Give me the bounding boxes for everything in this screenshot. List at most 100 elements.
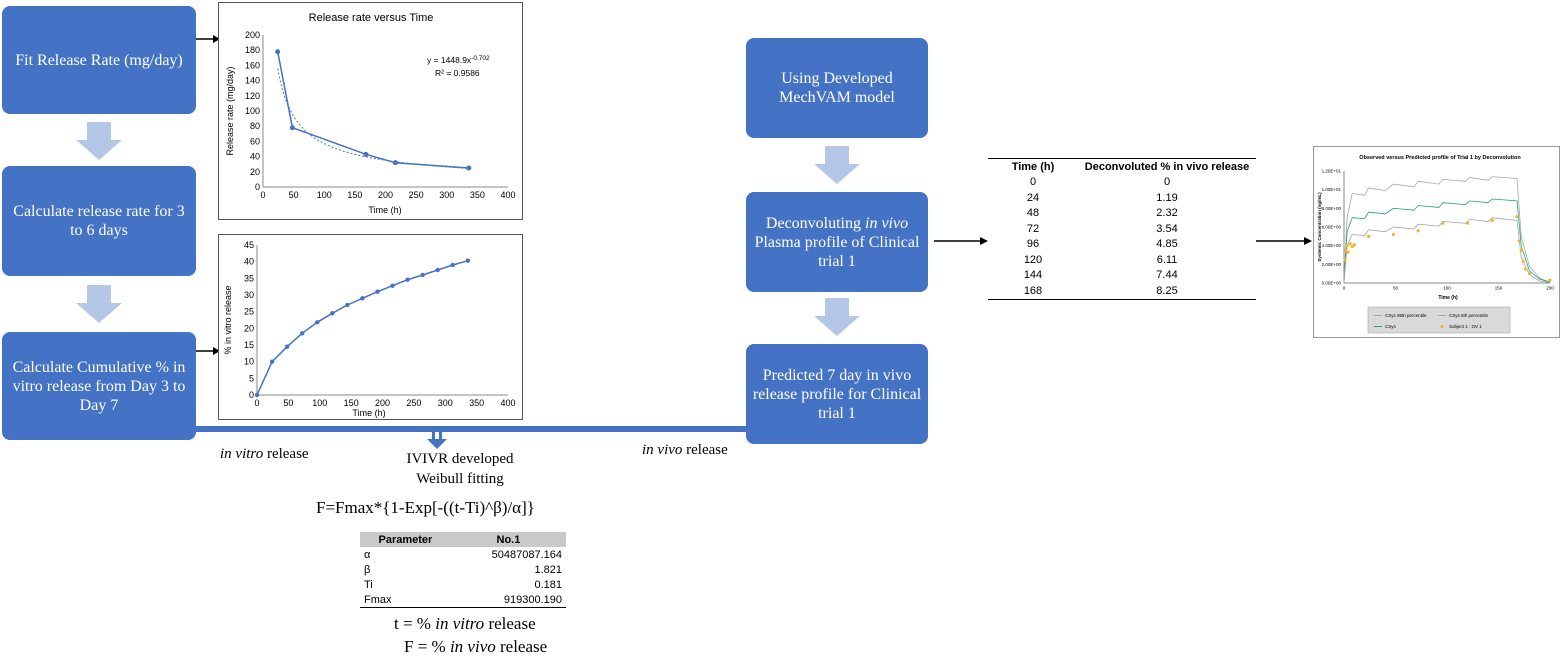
y-tick-label: 35 <box>244 273 254 283</box>
parameter-table-header: Parameter No.1 <box>360 532 566 547</box>
data-point <box>330 311 335 316</box>
parameter-table: Parameter No.1 α 50487087.164 β 1.821 Ti… <box>360 532 566 608</box>
step-fit-release-rate: Fit Release Rate (mg/day) <box>2 6 196 114</box>
chart-title: Observed versus Predicted profile of Tri… <box>1359 155 1521 161</box>
deconvolution-table-header: Time (h) Deconvoluted % in vivo release <box>988 159 1256 175</box>
table-cell: 7.44 <box>1156 269 1178 282</box>
data-point <box>435 267 440 273</box>
weibull-formula: F=Fmax*{1-Exp[-((t-Ti)^β)/α]} <box>316 498 535 517</box>
y-tick-label: 10 <box>244 357 254 367</box>
in-vitro-rest: release <box>263 446 309 462</box>
y-axis-label: Systemic Concentration (ng/mL) <box>1317 192 1322 262</box>
t-definition: t = % in vitro release <box>394 614 536 634</box>
table-cell: 0.181 <box>534 578 562 591</box>
y-tick-label: 80 <box>250 121 260 131</box>
table-row: β 1.821 <box>360 562 566 577</box>
observed-vs-predicted-chart-svg: Observed versus Predicted profile of Tri… <box>1317 155 1554 334</box>
observed-point <box>1350 245 1354 249</box>
table-cell: 144 <box>1023 269 1043 282</box>
data-point <box>375 289 380 294</box>
data-point <box>466 165 472 171</box>
observed-point <box>1441 221 1445 225</box>
observed-point <box>1527 272 1531 276</box>
y-axis-label: Release rate (mg/day) <box>225 66 235 155</box>
y-tick-label: 15 <box>244 340 254 350</box>
table-cell: 919300.190 <box>503 593 562 606</box>
y-tick-label: 180 <box>245 45 260 55</box>
t-def-a: t = % <box>394 614 436 633</box>
table-cell: 2.32 <box>1156 207 1178 220</box>
observed-vs-predicted-chart: Observed versus Predicted profile of Tri… <box>1313 146 1560 338</box>
in-vivo-rest: release <box>682 442 728 458</box>
table-cell: 48 <box>1026 207 1040 220</box>
y-tick-label: 25 <box>244 307 254 317</box>
y-tick-label: 0.00E+00 <box>1322 281 1342 286</box>
series-line <box>1343 198 1551 284</box>
x-tick-label: 200 <box>375 398 390 408</box>
data-point <box>363 151 369 157</box>
y-tick-label: 2.00E+00 <box>1322 262 1342 267</box>
data-point <box>392 160 398 166</box>
y-tick-label: 140 <box>245 76 260 86</box>
observed-point <box>1346 250 1350 254</box>
table-cell: 168 <box>1023 284 1043 297</box>
step-using-model: Using Developed MechVAM model <box>746 38 928 138</box>
x-tick-label: 100 <box>317 190 332 200</box>
x-tick-label: 0 <box>254 398 259 408</box>
x-tick-label: 200 <box>378 190 393 200</box>
y-tick-label: 60 <box>250 136 260 146</box>
observed-point <box>1344 248 1348 252</box>
table-cell: 8.25 <box>1156 284 1178 297</box>
step-fit-release-rate-label: Fit Release Rate (mg/day) <box>15 51 183 69</box>
table-row: 144 7.44 <box>988 268 1256 284</box>
observed-point <box>1345 244 1349 248</box>
x-tick-label: 400 <box>500 190 515 200</box>
in-vitro-italic: in vitro <box>220 446 264 462</box>
observed-point <box>1367 234 1371 238</box>
x-tick-label: 200 <box>1546 286 1554 291</box>
right-arrow-icon <box>934 237 988 245</box>
table-cell: 4.85 <box>1156 238 1178 251</box>
weibull-line: Weibull fitting <box>416 471 504 487</box>
right-arrow-icon <box>196 347 220 355</box>
down-arrow-icon <box>814 298 860 336</box>
table-cell: α <box>364 548 371 561</box>
table-row: 168 8.25 <box>988 283 1256 299</box>
y-tick-label: 5 <box>249 373 254 383</box>
step-predicted: Predicted 7 day in vivo release profile … <box>746 344 928 444</box>
x-axis-label: Time (h) <box>1438 295 1458 301</box>
f-def-italic: in vivo <box>449 637 496 656</box>
legend-label: CSys 95th percentile <box>1385 313 1427 318</box>
y-tick-label: 6.00E+00 <box>1322 225 1342 230</box>
table-cell: 0 <box>1029 176 1037 189</box>
y-tick-label: 20 <box>244 323 254 333</box>
data-point <box>345 302 350 308</box>
table-cell: β <box>364 563 371 576</box>
legend-label: CSys 5th percentile <box>1449 313 1489 318</box>
step-deconvoluting: Deconvoluting in vivo Plasma profile of … <box>746 192 928 292</box>
observed-point <box>1490 218 1494 223</box>
observed-point <box>1348 242 1352 246</box>
step-calc-release-rate: Calculate release rate for 3 to 6 days <box>2 166 196 276</box>
in-vitro-release-label: in vitro release <box>220 446 309 463</box>
x-tick-label: 250 <box>406 398 421 408</box>
observed-point <box>1517 239 1521 243</box>
observed-point <box>1548 278 1552 282</box>
y-tick-label: 20 <box>250 167 260 177</box>
data-point <box>299 331 305 336</box>
observed-point <box>1416 229 1420 233</box>
t-def-b: release <box>484 614 536 633</box>
y-tick-label: 200 <box>245 30 260 40</box>
deconv-a: Deconvoluting <box>765 214 861 232</box>
x-tick-label: 50 <box>1393 286 1399 291</box>
legend-label: CSys <box>1385 324 1397 329</box>
down-arrow-icon <box>76 285 122 323</box>
in-vivo-italic: in vivo <box>642 442 683 458</box>
observed-point <box>1352 243 1356 247</box>
data-point <box>275 49 281 55</box>
table-header-cell: Parameter <box>360 532 451 547</box>
x-tick-label: 50 <box>283 398 293 408</box>
